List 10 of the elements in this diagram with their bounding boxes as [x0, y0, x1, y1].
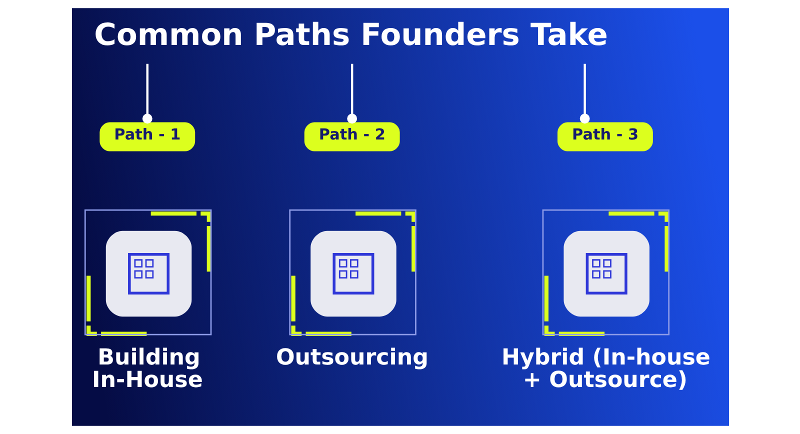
- node-box: Path - 3: [556, 122, 652, 152]
- node-text: Common Paths Founders Take: [94, 18, 608, 53]
- connector: [142, 64, 152, 124]
- node-box: Path - 1: [99, 122, 195, 152]
- node-box: Path - 2: [304, 122, 400, 152]
- node-label: Building In-House: [92, 344, 202, 393]
- connector: [579, 64, 590, 124]
- connector: [346, 64, 357, 124]
- node-label: Hybrid (In-house + Outsource): [500, 344, 710, 393]
- node-label: Outsourcing: [276, 344, 428, 371]
